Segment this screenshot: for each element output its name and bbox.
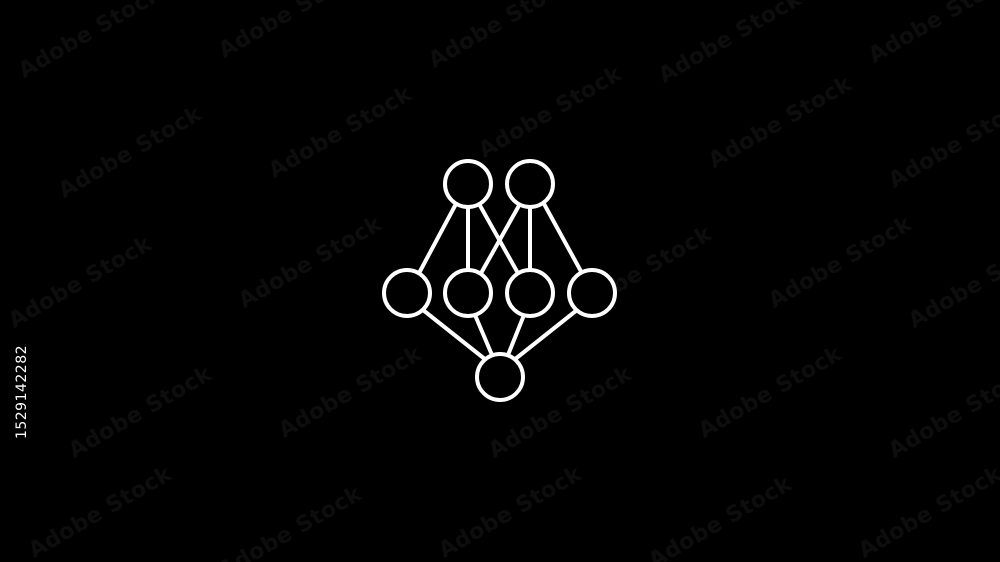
input-node-2 [505, 159, 555, 209]
edge-in2-h2 [478, 200, 523, 277]
output-node [475, 352, 525, 402]
hidden-node-3 [505, 268, 555, 318]
edge-h2-out [473, 313, 494, 357]
edge-in1-h1 [416, 200, 459, 277]
stock-id-label: 1529142282 [14, 344, 30, 440]
hidden-node-2 [443, 268, 493, 318]
edge-h3-out [506, 313, 526, 357]
edge-h4-out [512, 308, 579, 362]
hidden-node-1 [382, 268, 432, 318]
edge-h1-out [421, 308, 488, 362]
edge-in2-h4 [541, 200, 585, 277]
input-node-1 [443, 159, 493, 209]
hidden-node-4 [567, 268, 617, 318]
